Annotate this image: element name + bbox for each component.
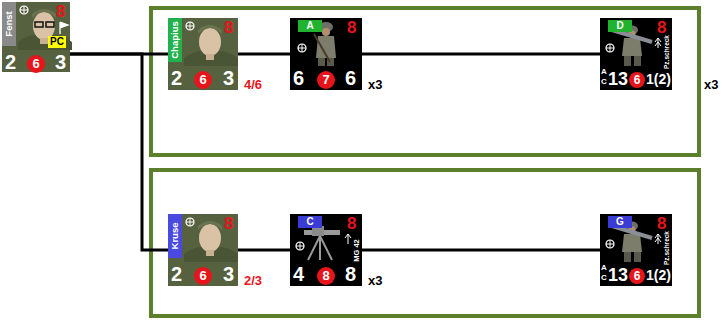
group-frame <box>151 8 699 316</box>
unit-art <box>290 214 362 286</box>
skill-circle: 6 <box>194 267 212 285</box>
command-number: 2 <box>5 52 16 72</box>
morale-number: 8 <box>56 3 65 20</box>
at-number: 13 <box>608 70 628 88</box>
weapon-name: Pz.schreck <box>663 34 671 70</box>
firepower-number: 6 <box>293 68 304 88</box>
command-line <box>362 53 600 56</box>
command-number: 2 <box>171 264 182 284</box>
range-circle: 6 <box>629 268 645 284</box>
leader-art <box>168 214 238 286</box>
morale-number: 8 <box>657 19 666 36</box>
leader-counter: Kruse82632/3 <box>168 214 238 286</box>
skill-circle: 6 <box>27 55 45 73</box>
unit-letter: A <box>298 20 322 32</box>
strength-note: 4/6 <box>244 78 262 91</box>
morale-number: 8 <box>224 19 233 36</box>
move-number: 6 <box>345 68 356 88</box>
unit-letter: G <box>608 216 632 228</box>
pc-badge: PC <box>48 36 66 48</box>
leader-art <box>2 2 72 72</box>
morale-number: 8 <box>224 215 233 232</box>
command-line <box>70 54 168 250</box>
armor-flag: C <box>601 274 607 282</box>
unit-art <box>600 18 672 90</box>
weapon-name: MG 42 <box>352 236 361 264</box>
count-note: x3 <box>368 78 382 91</box>
armor-flag: A <box>601 264 607 272</box>
unit-art <box>290 18 362 90</box>
unit-art <box>600 214 672 286</box>
range-circle: 8 <box>317 267 335 285</box>
command-number: 2 <box>171 68 182 88</box>
morale-number: 8 <box>347 19 356 36</box>
action-number: 3 <box>223 68 234 88</box>
at-number: 13 <box>608 266 628 284</box>
unit-counter: C8488MG 42x3 <box>290 214 362 286</box>
count-note: x3 <box>704 78 718 91</box>
unit-counter: D8AC1361(2)Pz.schreckx3 <box>600 18 672 90</box>
move-number: 1(2) <box>646 72 671 86</box>
range-circle: 7 <box>317 71 335 89</box>
unit-letter: D <box>608 20 632 32</box>
leader-art <box>168 18 238 90</box>
unit-letter: C <box>298 216 322 228</box>
leader-name: Chapius <box>168 18 182 62</box>
morale-number: 8 <box>347 215 356 232</box>
action-number: 3 <box>55 52 66 72</box>
armor-flag: C <box>601 78 607 86</box>
strength-note: 2/3 <box>244 274 262 287</box>
leader-name: Fenst <box>2 2 16 46</box>
armor-flag: A <box>601 68 607 76</box>
leader-counter: Chapius82634/6 <box>168 18 238 90</box>
morale-number: 8 <box>657 215 666 232</box>
leader-name: Kruse <box>168 214 182 258</box>
range-circle: 6 <box>629 72 645 88</box>
count-note: x3 <box>368 274 382 287</box>
command-line <box>362 249 600 252</box>
action-number: 3 <box>223 264 234 284</box>
firepower-number: 4 <box>293 264 304 284</box>
command-line <box>238 249 290 252</box>
move-number: 8 <box>345 264 356 284</box>
unit-counter: A8676x3 <box>290 18 362 90</box>
move-number: 1(2) <box>646 268 671 282</box>
unit-counter: G 8AC1361(2) Pz.schreck <box>600 214 672 286</box>
skill-circle: 6 <box>194 71 212 89</box>
leader-counter: Fenst 8PC 263 <box>2 2 70 72</box>
weapon-name: Pz.schreck <box>663 230 671 266</box>
command-line <box>238 53 290 56</box>
